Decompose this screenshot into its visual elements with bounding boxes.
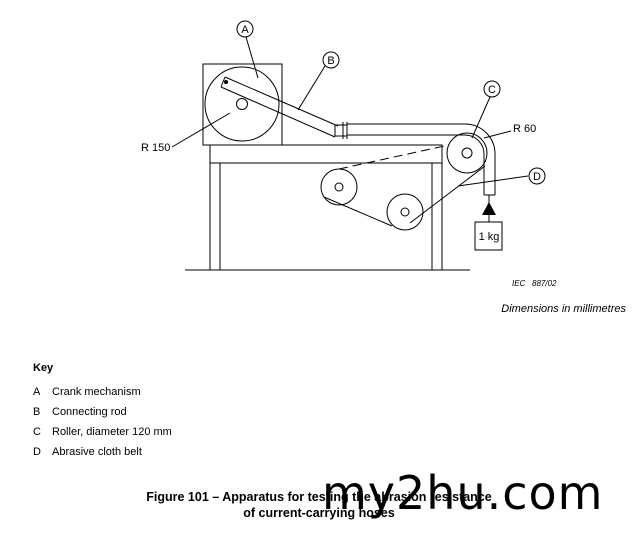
dimension-r60: R 60 <box>513 123 536 135</box>
pulley-right-hub <box>400 207 410 217</box>
roller-hub <box>461 147 473 159</box>
callout-b-circle <box>322 51 340 69</box>
caption-line-2: of current-carrying hoses <box>243 506 395 520</box>
watermark: my2hu.com <box>322 466 604 520</box>
key-letter: A <box>33 386 41 398</box>
key-title: Key <box>33 362 54 374</box>
key-item: C Roller, diameter 120 mm <box>33 422 172 442</box>
key-letter: D <box>33 446 41 458</box>
crank-housing <box>202 63 283 146</box>
callout-a-circle <box>236 20 254 38</box>
key-text: Abrasive cloth belt <box>52 446 142 458</box>
callout-d: D <box>533 171 541 183</box>
key-text: Crank mechanism <box>52 386 141 398</box>
table-top <box>209 144 443 164</box>
leader-lines <box>171 36 529 187</box>
table-legs <box>209 163 443 270</box>
callout-c: C <box>488 84 496 96</box>
crank-disc <box>204 66 280 142</box>
callout-c-circle <box>483 80 501 98</box>
callout-a: A <box>241 24 249 36</box>
weight-label: 1 kg <box>479 231 500 243</box>
key-item: D Abrasive cloth belt <box>33 442 172 462</box>
apparatus-diagram: A B C D R 150 R 60 1 kg IEC 887/02 <box>141 20 557 288</box>
pulley-right <box>386 193 424 231</box>
weight-block <box>474 221 503 251</box>
hose <box>347 123 496 196</box>
roller <box>446 132 488 174</box>
key-text: Roller, diameter 120 mm <box>52 426 172 438</box>
caption-line-1: Figure 101 – Apparatus for testing the a… <box>146 490 492 504</box>
pulley-left <box>320 168 358 206</box>
callout-d-circle <box>528 167 546 185</box>
key-item: A Crank mechanism <box>33 382 172 402</box>
key-section: Key A Crank mechanism B Connecting rod C Ro… <box>33 362 172 462</box>
figure-caption: Figure 101 – Apparatus for testing the a… <box>0 489 638 521</box>
dimensions-note: Dimensions in millimetres <box>501 303 626 315</box>
crank-hub <box>236 98 248 110</box>
dimension-r150: R 150 <box>141 142 170 154</box>
pulley-left-hub <box>334 182 344 192</box>
key-item: B Connecting rod <box>33 402 172 422</box>
connecting-rod <box>220 76 348 139</box>
figure-reference: IEC 887/02 <box>512 279 557 288</box>
callout-b: B <box>327 55 334 67</box>
weight-assembly <box>474 195 503 251</box>
abrasive-belt <box>323 144 486 227</box>
key-letter: C <box>33 426 41 438</box>
key-text: Connecting rod <box>52 406 127 418</box>
key-letter: B <box>33 406 41 418</box>
